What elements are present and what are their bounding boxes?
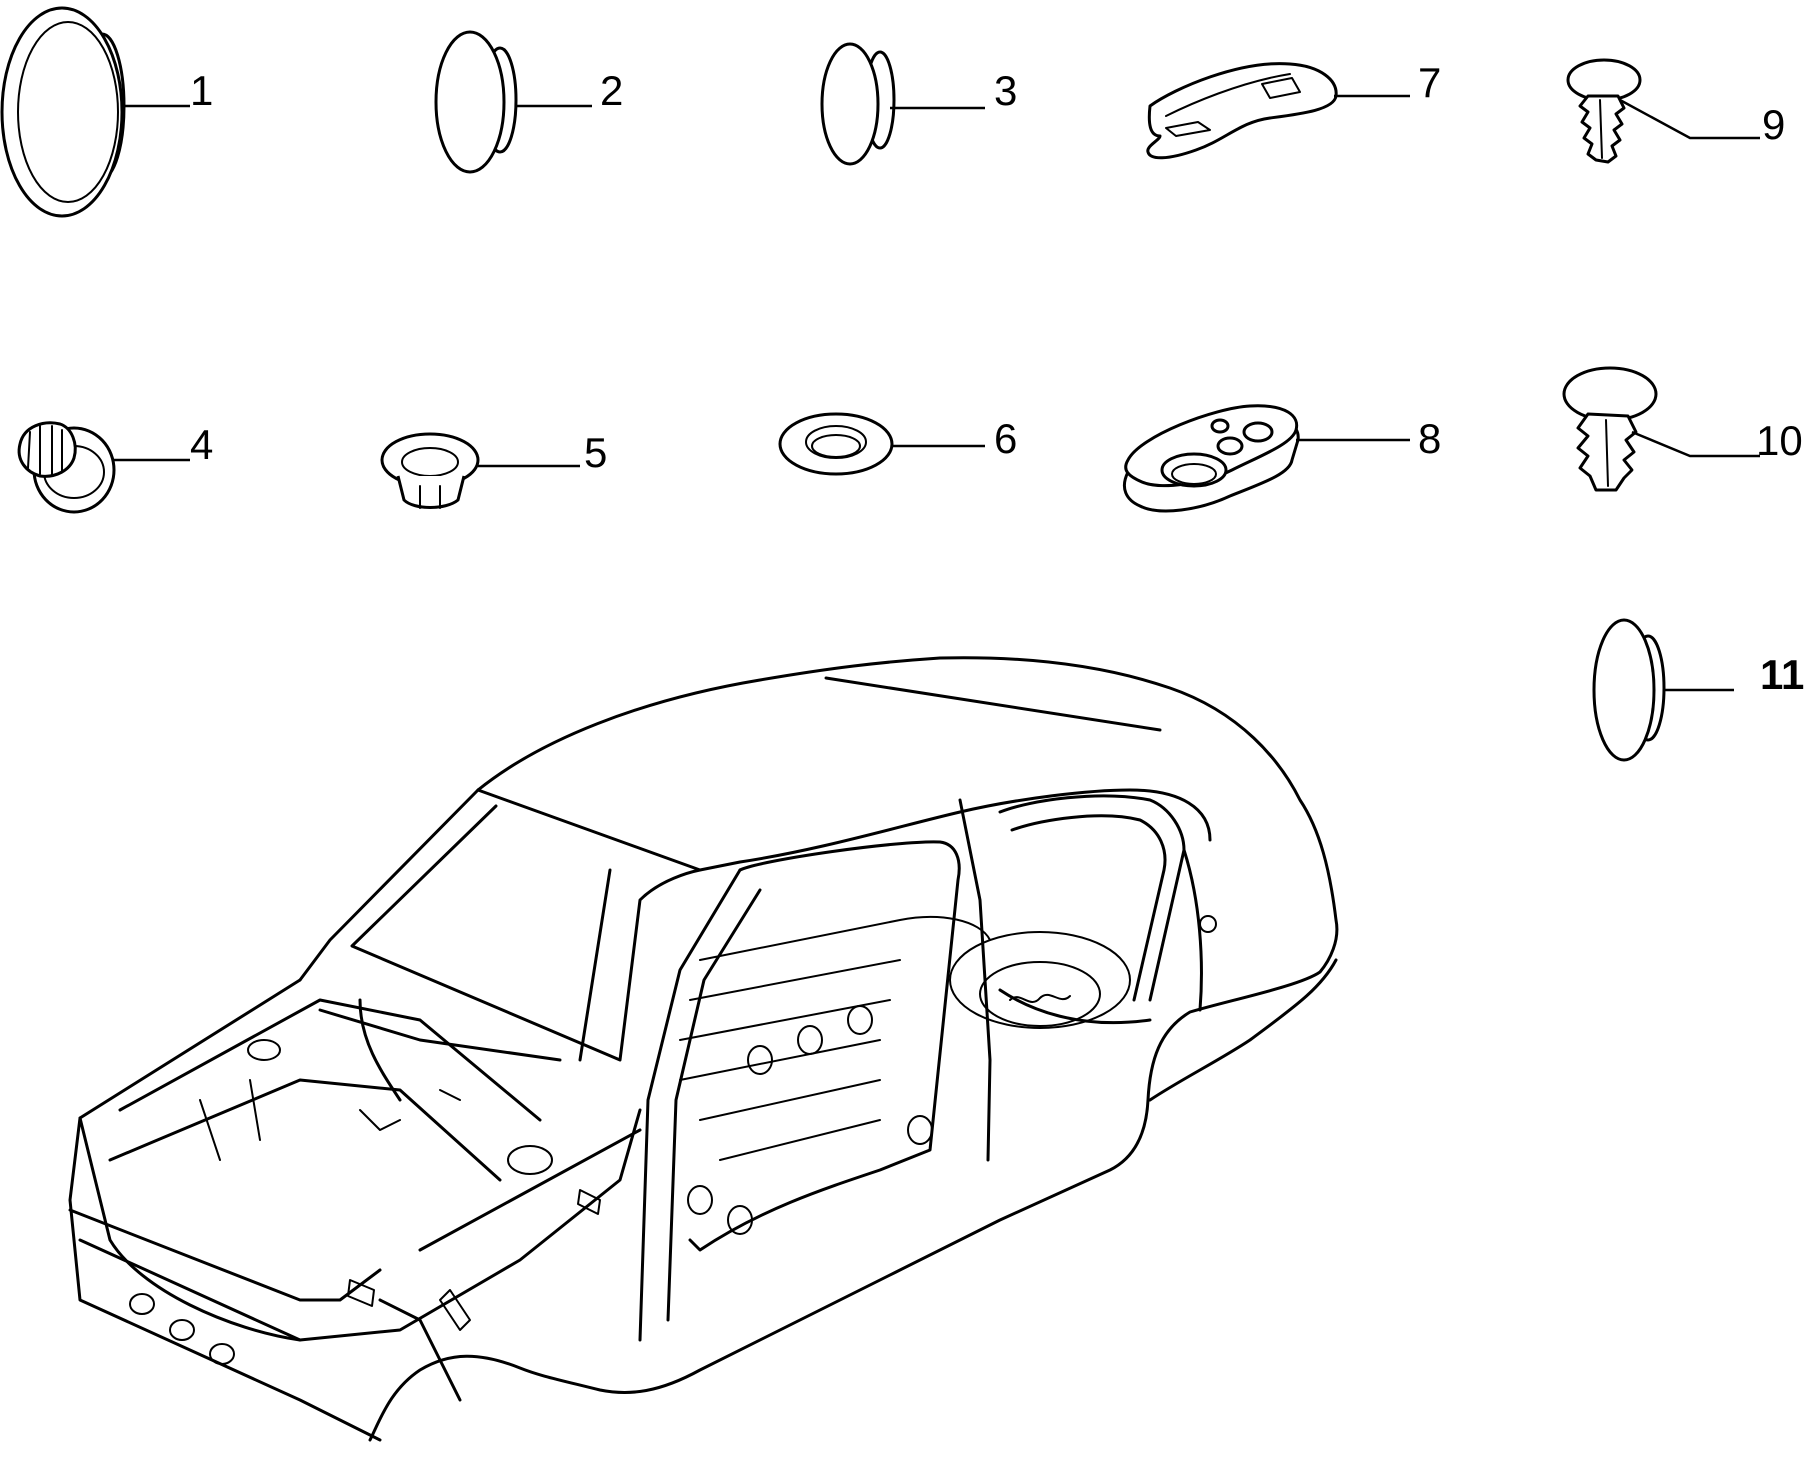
- part-2-plug: [434, 30, 592, 174]
- part-9-clip: [1566, 58, 1760, 164]
- part-3-plug: [820, 42, 985, 166]
- callout-5: 5: [584, 429, 608, 476]
- part-1-plug: [0, 6, 190, 218]
- callout-11: 11: [1760, 651, 1805, 698]
- part-7-plate-outline: [1130, 60, 1410, 180]
- car-body-shell: [68, 656, 1339, 1442]
- part-5-grommet: [380, 432, 580, 509]
- callout-7: 7: [1418, 59, 1442, 106]
- part-8-grommet-block: [1123, 404, 1410, 513]
- callout-9: 9: [1762, 101, 1786, 148]
- part-10-clip: [1562, 366, 1760, 492]
- callout-6: 6: [994, 415, 1018, 462]
- part-11-plug: [1592, 618, 1734, 762]
- part-6-washer: [778, 412, 985, 476]
- callout-1: 1: [190, 67, 214, 114]
- callout-10: 10: [1756, 417, 1803, 464]
- callout-8: 8: [1418, 415, 1442, 462]
- part-4-bush: [17, 421, 190, 514]
- callout-4: 4: [190, 421, 214, 468]
- callout-3: 3: [994, 67, 1018, 114]
- callout-2: 2: [600, 67, 624, 114]
